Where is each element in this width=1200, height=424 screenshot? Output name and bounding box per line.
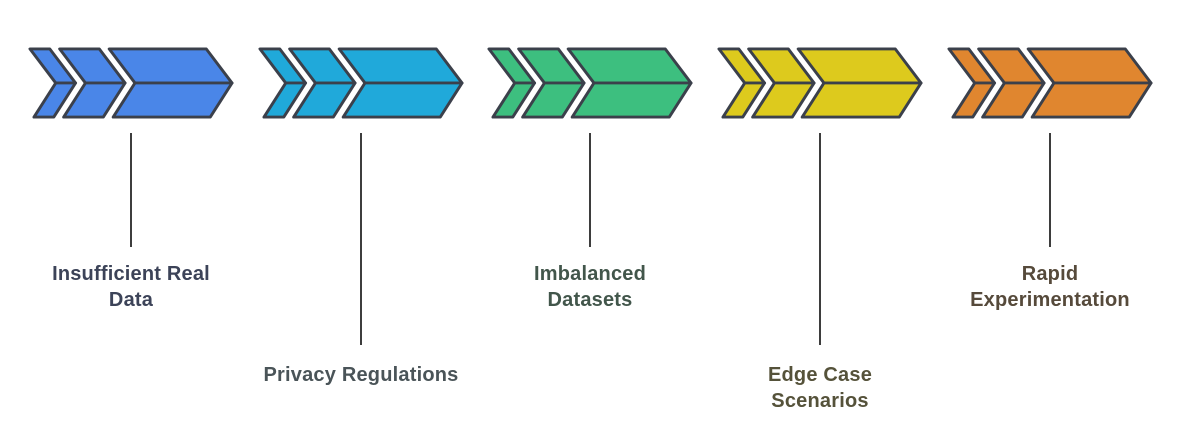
milestone-group-insufficient-real-data: Insufficient Real Data: [28, 0, 234, 424]
milestone-label: Edge Case Scenarios: [705, 362, 935, 414]
triple-chevron-arrow-icon: [487, 47, 693, 119]
milestone-group-privacy-regulations: Privacy Regulations: [258, 0, 464, 424]
label-line: Insufficient Real: [52, 263, 210, 285]
label-line: Data: [108, 289, 154, 311]
label-line: Rapid: [1021, 263, 1079, 285]
label-line: Datasets: [547, 289, 633, 311]
chevron-large-top: [1026, 47, 1153, 85]
label-line: Imbalanced: [533, 263, 647, 285]
triple-chevron-arrow-icon: [717, 47, 923, 119]
chevron-large-bottom: [111, 81, 234, 119]
connector-line: [130, 133, 132, 247]
milestone-group-imbalanced-datasets: Imbalanced Datasets: [487, 0, 693, 424]
triple-chevron-arrow-icon: [28, 47, 234, 119]
label-line: Experimentation: [970, 289, 1130, 311]
label-line: Edge Case: [767, 364, 873, 386]
chevron-large-top: [107, 47, 234, 85]
milestone-label: Privacy Regulations: [246, 362, 476, 388]
chevron-small-bottom: [491, 81, 537, 119]
connector-line: [819, 133, 821, 345]
label-line: Scenarios: [771, 390, 869, 412]
chevron-medium-bottom: [981, 81, 1046, 119]
milestone-label: Imbalanced Datasets: [475, 261, 705, 313]
chevron-small-bottom: [32, 81, 78, 119]
chevron-large-bottom: [341, 81, 464, 119]
chevron-large-bottom: [800, 81, 923, 119]
chevron-large-bottom: [1030, 81, 1153, 119]
connector-line: [360, 133, 362, 345]
chevron-medium-bottom: [292, 81, 357, 119]
connector-line: [1049, 133, 1051, 247]
chevron-small-bottom: [721, 81, 767, 119]
label-line: Privacy Regulations: [263, 364, 459, 386]
triple-chevron-arrow-icon: [947, 47, 1153, 119]
triple-chevron-arrow-icon: [258, 47, 464, 119]
milestone-label: Insufficient Real Data: [16, 261, 246, 313]
chevron-medium-bottom: [751, 81, 816, 119]
chevron-small-bottom: [262, 81, 308, 119]
connector-line: [589, 133, 591, 247]
chevron-medium-bottom: [521, 81, 586, 119]
chevron-large-bottom: [570, 81, 693, 119]
milestone-label: Rapid Experimentation: [935, 261, 1165, 313]
chevron-large-top: [566, 47, 693, 85]
chevron-large-top: [337, 47, 464, 85]
chevron-medium-bottom: [62, 81, 127, 119]
chevron-large-top: [796, 47, 923, 85]
milestone-group-edge-case-scenarios: Edge Case Scenarios: [717, 0, 923, 424]
chevron-small-bottom: [951, 81, 997, 119]
milestone-group-rapid-experimentation: Rapid Experimentation: [947, 0, 1153, 424]
